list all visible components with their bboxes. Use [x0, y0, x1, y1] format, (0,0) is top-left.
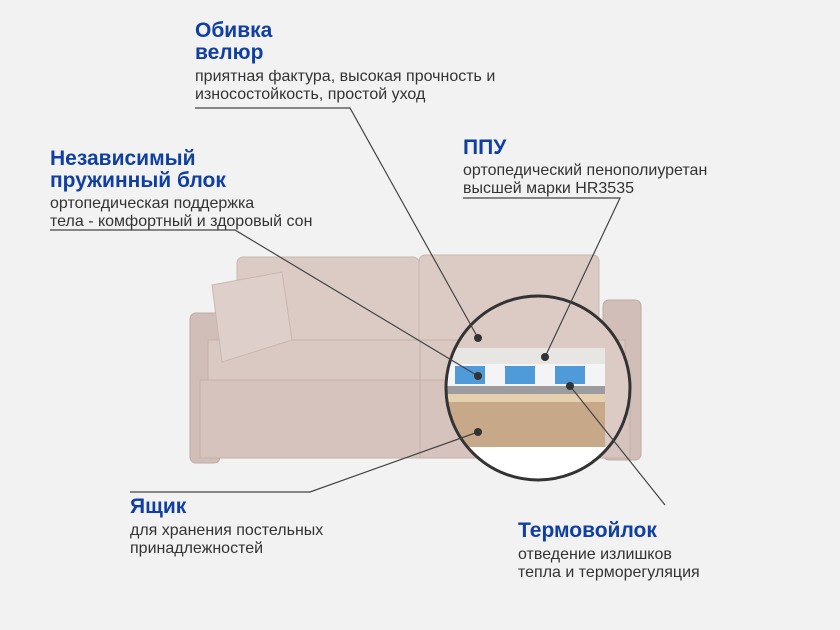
desc-line: ортопедическая поддержка: [50, 195, 255, 212]
desc-line: тела - комфортный и здоровый сон: [50, 213, 313, 230]
desc-line: высшей марки HR3535: [463, 180, 634, 197]
title-line: Независимый: [50, 147, 196, 170]
desc-line: для хранения постельных: [130, 522, 324, 539]
box-title: Ящик: [130, 495, 187, 518]
desc-line: отведение излишков: [518, 546, 672, 563]
cutaway-view: [446, 296, 630, 480]
foam-title: ППУ: [463, 136, 507, 159]
felt-title: Термовойлок: [518, 519, 657, 542]
desc-line: принадлежностей: [130, 540, 264, 557]
title-line: велюр: [195, 41, 264, 64]
desc-line: тепла и терморегуляция: [518, 564, 700, 581]
title-line: Обивка: [195, 19, 273, 42]
desc-line: приятная фактура, высокая прочность и: [195, 68, 496, 85]
desc-line: ортопедический пенополиуретан: [463, 162, 708, 179]
title-line: пружинный блок: [50, 169, 226, 192]
desc-line: износостойкость, простой уход: [195, 86, 426, 103]
